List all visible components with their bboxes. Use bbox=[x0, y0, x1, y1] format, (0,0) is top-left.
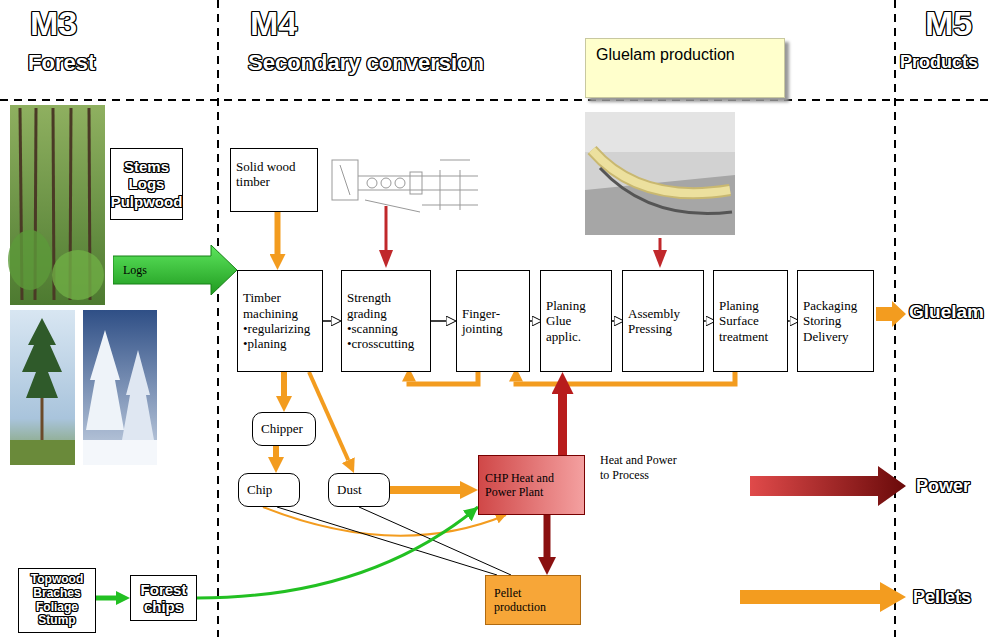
flow-connector bbox=[263, 507, 506, 536]
column-title: Forest bbox=[28, 50, 95, 76]
node-text: Solid wood timber bbox=[236, 159, 312, 190]
flow-connector bbox=[197, 507, 478, 598]
node-text: Chipper bbox=[261, 421, 303, 437]
flow-connector bbox=[516, 372, 735, 384]
pine-photo bbox=[10, 310, 75, 465]
node-text: Planing Surface treatment bbox=[719, 298, 782, 344]
note-text: Heat and Power to Process bbox=[600, 453, 682, 483]
flow-connector bbox=[281, 372, 287, 396]
process-box: Packaging Storing Delivery bbox=[797, 270, 874, 372]
node-text: Topwood Braches Foliage Stump bbox=[23, 573, 91, 628]
column-title: Products bbox=[900, 52, 978, 73]
product-label: Pellets bbox=[913, 587, 971, 608]
node-text: CHP Heat and Power Plant bbox=[485, 471, 578, 500]
node-text: Forest chips bbox=[135, 581, 192, 616]
source-box: Stems Logs Pulpwood bbox=[110, 148, 183, 220]
flow-connector bbox=[704, 320, 706, 322]
flow-connector bbox=[612, 320, 614, 322]
pellets-arrow bbox=[740, 582, 906, 612]
plant-box: CHP Heat and Power Plant bbox=[478, 455, 585, 515]
residue-box: Topwood Braches Foliage Stump bbox=[18, 568, 96, 633]
node-text: Dust bbox=[337, 482, 362, 498]
process-box: Planing Glue applic. bbox=[540, 270, 612, 372]
node-text: Logs bbox=[123, 263, 147, 278]
node-text: •regularizing bbox=[243, 321, 310, 336]
flow-connector bbox=[544, 515, 551, 557]
process-box: Assembly Pressing bbox=[622, 270, 704, 372]
node-text: Gluelam production bbox=[596, 45, 774, 66]
flow-connector bbox=[273, 446, 279, 457]
gluelam-photo bbox=[585, 112, 735, 235]
node-text: Stems Logs Pulpwood bbox=[111, 158, 183, 210]
flow-connector bbox=[275, 212, 281, 254]
byproduct-box: Chipper bbox=[252, 412, 316, 446]
flow-connector bbox=[323, 320, 331, 322]
product-label: Power bbox=[916, 476, 970, 497]
flow-connector bbox=[558, 394, 567, 455]
node-text: Packaging Storing Delivery bbox=[803, 298, 868, 344]
forest-photo bbox=[8, 105, 105, 305]
plant-box: Pellet production bbox=[485, 575, 581, 625]
column-title: Secondary conversion bbox=[248, 50, 484, 76]
flow-connector bbox=[431, 320, 446, 322]
node-text: •crosscutting bbox=[347, 336, 414, 351]
input-arrows bbox=[379, 206, 667, 268]
process-box: Planing Surface treatment bbox=[713, 270, 788, 372]
flow-connector bbox=[309, 372, 348, 460]
column-number: M4 bbox=[250, 4, 297, 43]
process-box: Timber machining•regularizing•planing bbox=[237, 270, 323, 372]
flow-connector bbox=[390, 486, 460, 494]
gluelam-arrow bbox=[876, 301, 906, 327]
flow-connector bbox=[788, 320, 790, 322]
node-text: Chip bbox=[247, 482, 272, 498]
column-number: M3 bbox=[30, 4, 77, 43]
process-box: Strength grading•scanning•crosscutting bbox=[341, 270, 431, 372]
process-box: Solid wood timber bbox=[230, 148, 318, 212]
chips-box: Forest chips bbox=[130, 575, 197, 621]
logs-arrow: Logs bbox=[113, 245, 237, 295]
node-text: Finger-jointing bbox=[462, 306, 524, 337]
column-number: M5 bbox=[925, 4, 972, 43]
divider-line bbox=[217, 0, 219, 637]
byproduct-box: Dust bbox=[328, 473, 390, 507]
snow-photo bbox=[83, 310, 157, 465]
power-arrow bbox=[750, 466, 906, 506]
flow-connector bbox=[530, 320, 532, 322]
machine-drawing bbox=[332, 160, 478, 212]
byproduct-box: Chip bbox=[238, 473, 300, 507]
flow-connector bbox=[409, 372, 478, 384]
node-text: Pellet production bbox=[494, 586, 572, 615]
product-label: Gluelam bbox=[909, 301, 984, 323]
node-text: Timber machining bbox=[243, 290, 317, 321]
node-text: Planing Glue applic. bbox=[546, 298, 606, 344]
node-text: Strength grading bbox=[347, 290, 425, 321]
node-text: •planing bbox=[243, 336, 287, 351]
process-box: Finger-jointing bbox=[456, 270, 530, 372]
flow-connector bbox=[96, 596, 116, 601]
divider-line bbox=[0, 99, 993, 101]
node-text: Assembly Pressing bbox=[628, 306, 698, 337]
node-text: •scanning bbox=[347, 321, 398, 336]
section-title-box: Gluelam production bbox=[585, 38, 785, 98]
